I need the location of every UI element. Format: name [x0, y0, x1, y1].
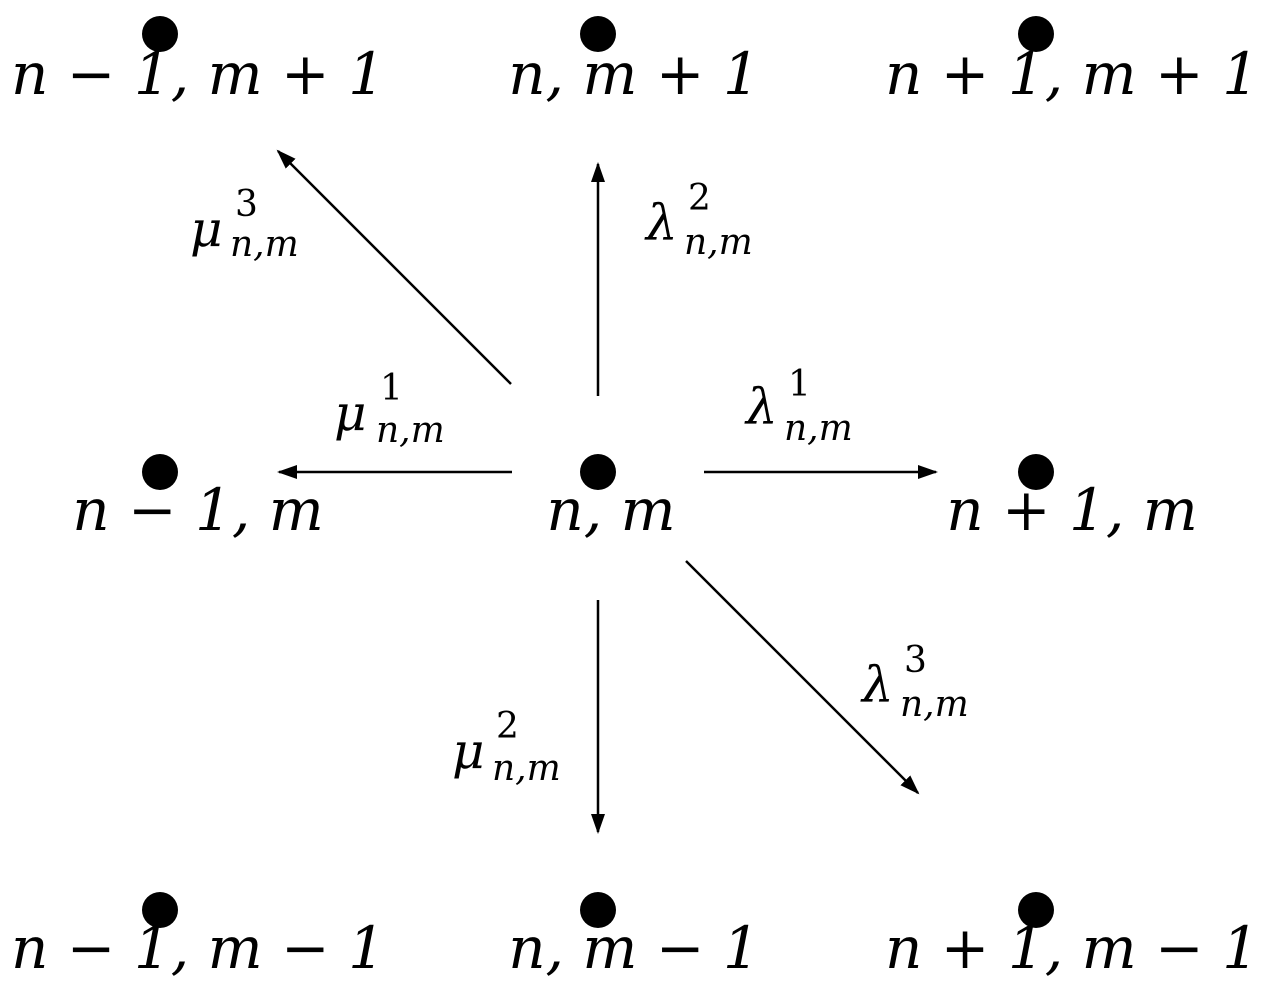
rate-symbol-mu2: μ: [452, 722, 485, 780]
rate-subscript-lambda1: n,m: [784, 408, 853, 449]
rate-label-lambda2: λ 2 n,m: [644, 178, 753, 263]
node-dot-middle-right: [1018, 454, 1054, 490]
rate-subscript-lambda3: n,m: [900, 684, 969, 725]
node-label-top-center: n, m + 1: [508, 40, 760, 108]
rate-label-mu2: μ 2 n,m: [452, 706, 561, 789]
rate-superscript-lambda1: 1: [788, 364, 811, 405]
node-dot-center: [580, 454, 616, 490]
rate-superscript-lambda3: 3: [904, 640, 927, 681]
node-label-top-right: n + 1, m + 1: [885, 40, 1259, 108]
node-dot-middle-left: [142, 454, 178, 490]
rate-label-mu1: μ 1 n,m: [334, 368, 445, 451]
rate-subscript-lambda2: n,m: [684, 222, 753, 263]
node-label-middle-right: n + 1, m: [946, 476, 1198, 544]
rate-symbol-mu1: μ: [334, 384, 367, 442]
rate-subscript-mu2: n,m: [492, 748, 561, 789]
rate-superscript-mu1: 1: [380, 368, 403, 409]
node-dot-bottom-right: [1018, 892, 1054, 928]
node-label-bottom-right: n + 1, m − 1: [885, 914, 1259, 982]
rate-label-lambda1: λ 1 n,m: [744, 364, 853, 449]
node-dot-top-left: [142, 16, 178, 52]
rate-superscript-mu2: 2: [496, 706, 519, 747]
rate-subscript-mu1: n,m: [376, 410, 445, 451]
arrow-lambda3: [685, 560, 920, 795]
arrow-mu3: [276, 149, 512, 385]
node-dot-bottom-center: [580, 892, 616, 928]
rate-symbol-mu3: μ: [190, 200, 223, 258]
node-label-top-left: n − 1, m + 1: [11, 40, 385, 108]
rate-subscript-mu3: n,m: [230, 224, 299, 265]
rate-symbol-lambda3: λ: [860, 656, 894, 714]
node-label-bottom-center: n, m − 1: [508, 914, 760, 982]
rate-symbol-lambda2: λ: [644, 194, 678, 252]
node-dot-bottom-left: [142, 892, 178, 928]
node-dot-top-right: [1018, 16, 1054, 52]
rate-label-mu3: μ 3 n,m: [190, 184, 299, 265]
node-label-middle-left: n − 1, m: [72, 476, 324, 544]
rate-symbol-lambda1: λ: [744, 378, 778, 436]
rate-label-lambda3: λ 3 n,m: [860, 640, 969, 725]
node-label-bottom-left: n − 1, m − 1: [11, 914, 385, 982]
node-label-center: n, m: [546, 476, 675, 544]
node-dot-top-center: [580, 16, 616, 52]
rate-superscript-lambda2: 2: [688, 178, 711, 219]
rate-superscript-mu3: 3: [235, 184, 258, 225]
